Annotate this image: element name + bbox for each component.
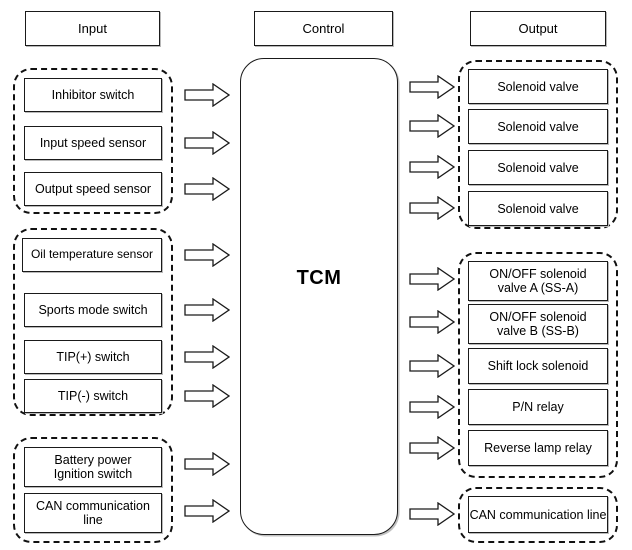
block-arrow-right-icon	[409, 354, 455, 378]
group-sensors	[13, 68, 173, 214]
group-can-output	[458, 487, 618, 543]
block-arrow-right-icon	[184, 177, 230, 201]
output-item-shift-lock-solenoid[interactable]: Shift lock solenoid	[468, 348, 608, 384]
header-control: Control	[254, 11, 393, 46]
header-output-label: Output	[518, 21, 558, 36]
output-item-label: ON/OFF solenoid valve A (SS-A)	[489, 267, 587, 295]
block-arrow-right-icon	[184, 345, 230, 369]
group-solenoid-valves	[458, 60, 618, 229]
header-output: Output	[470, 11, 606, 46]
header-input-label: Input	[78, 21, 107, 36]
tcm-control-unit[interactable]	[240, 58, 398, 535]
input-item-label: TIP(+) switch	[56, 350, 130, 364]
output-item-label: Solenoid valve	[497, 79, 579, 94]
output-item-label: ON/OFF solenoid valve B (SS-B)	[489, 310, 587, 338]
block-arrow-right-icon	[409, 155, 455, 179]
group-actuators	[458, 252, 618, 478]
output-item-onoff-solenoid-valve-b[interactable]: ON/OFF solenoid valve B (SS-B)	[468, 304, 608, 344]
input-item-label: Oil temperature sensor	[30, 247, 154, 262]
output-item-solenoid-valve-4[interactable]: Solenoid valve	[468, 191, 608, 226]
block-arrow-right-icon	[184, 83, 230, 107]
output-item-can-communication-line[interactable]: CAN communication line	[468, 496, 608, 533]
tcm-label: TCM	[296, 267, 342, 289]
input-item-tip-minus-switch[interactable]: TIP(-) switch	[24, 379, 162, 413]
header-control-label: Control	[302, 21, 345, 36]
block-arrow-right-icon	[184, 452, 230, 476]
input-item-label: Output speed sensor	[34, 182, 152, 196]
input-item-inhibitor-switch[interactable]: Inhibitor switch	[24, 78, 162, 112]
input-item-output-speed-sensor[interactable]: Output speed sensor	[24, 172, 162, 206]
output-item-pn-relay[interactable]: P/N relay	[468, 389, 608, 425]
output-item-label: Solenoid valve	[497, 160, 579, 175]
output-item-solenoid-valve-2[interactable]: Solenoid valve	[468, 109, 608, 144]
input-item-battery-power-ignition-switch[interactable]: Battery power Ignition switch	[24, 447, 162, 487]
output-item-solenoid-valve-1[interactable]: Solenoid valve	[468, 69, 608, 104]
header-input: Input	[25, 11, 160, 46]
input-item-sports-mode-switch[interactable]: Sports mode switch	[24, 293, 162, 327]
input-item-can-communication-line[interactable]: CAN communication line	[24, 493, 162, 533]
block-arrow-right-icon	[409, 502, 455, 526]
group-switches	[13, 228, 173, 416]
block-arrow-right-icon	[184, 499, 230, 523]
input-item-label: Sports mode switch	[38, 303, 148, 317]
output-item-label: Solenoid valve	[497, 119, 579, 134]
block-arrow-right-icon	[409, 196, 455, 220]
output-item-label: CAN communication line	[469, 507, 607, 522]
block-arrow-right-icon	[409, 395, 455, 419]
input-item-oil-temperature-sensor[interactable]: Oil temperature sensor	[22, 238, 162, 272]
block-arrow-right-icon	[409, 75, 455, 99]
input-item-label: Battery power Ignition switch	[53, 453, 133, 481]
group-power	[13, 437, 173, 543]
block-arrow-right-icon	[409, 114, 455, 138]
output-item-label: Solenoid valve	[497, 201, 579, 216]
block-arrow-right-icon	[184, 384, 230, 408]
block-arrow-right-icon	[184, 243, 230, 267]
input-item-label: TIP(-) switch	[57, 389, 129, 403]
input-item-label: Input speed sensor	[39, 136, 147, 150]
output-item-onoff-solenoid-valve-a[interactable]: ON/OFF solenoid valve A (SS-A)	[468, 261, 608, 301]
block-arrow-right-icon	[409, 310, 455, 334]
input-item-label: CAN communication line	[36, 499, 150, 527]
input-item-tip-plus-switch[interactable]: TIP(+) switch	[24, 340, 162, 374]
input-item-label: Inhibitor switch	[51, 88, 135, 102]
block-arrow-right-icon	[184, 131, 230, 155]
output-item-label: Reverse lamp relay	[484, 441, 592, 455]
block-arrow-right-icon	[409, 267, 455, 291]
block-arrow-right-icon	[409, 436, 455, 460]
output-item-solenoid-valve-3[interactable]: Solenoid valve	[468, 150, 608, 185]
output-item-label: P/N relay	[512, 400, 564, 414]
output-item-label: Shift lock solenoid	[487, 359, 589, 373]
input-item-input-speed-sensor[interactable]: Input speed sensor	[24, 126, 162, 160]
output-item-reverse-lamp-relay[interactable]: Reverse lamp relay	[468, 430, 608, 466]
block-arrow-right-icon	[184, 298, 230, 322]
